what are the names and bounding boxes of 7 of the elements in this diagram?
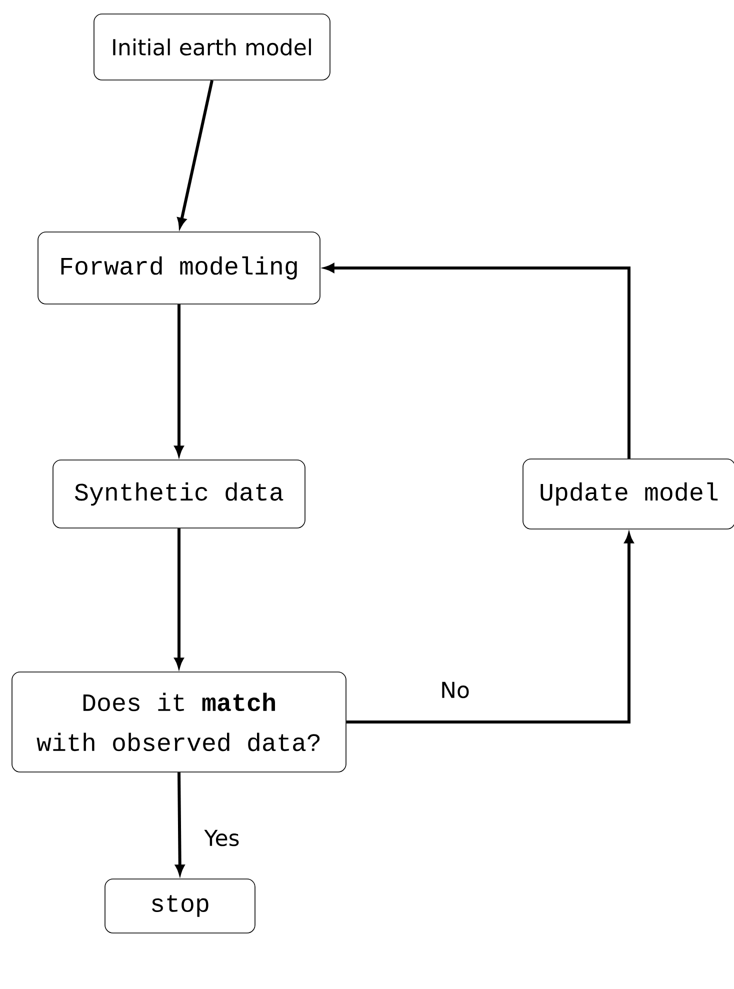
process-box: Does it match with observed data?: [12, 672, 346, 772]
edge-label: Yes: [202, 828, 242, 848]
process-box: Synthetic data: [52, 460, 306, 528]
process-box: Forward modeling: [38, 232, 320, 304]
process-box: Initial earth model: [94, 14, 330, 80]
process-box: stop: [104, 878, 256, 934]
process-box: Update model: [522, 458, 734, 530]
